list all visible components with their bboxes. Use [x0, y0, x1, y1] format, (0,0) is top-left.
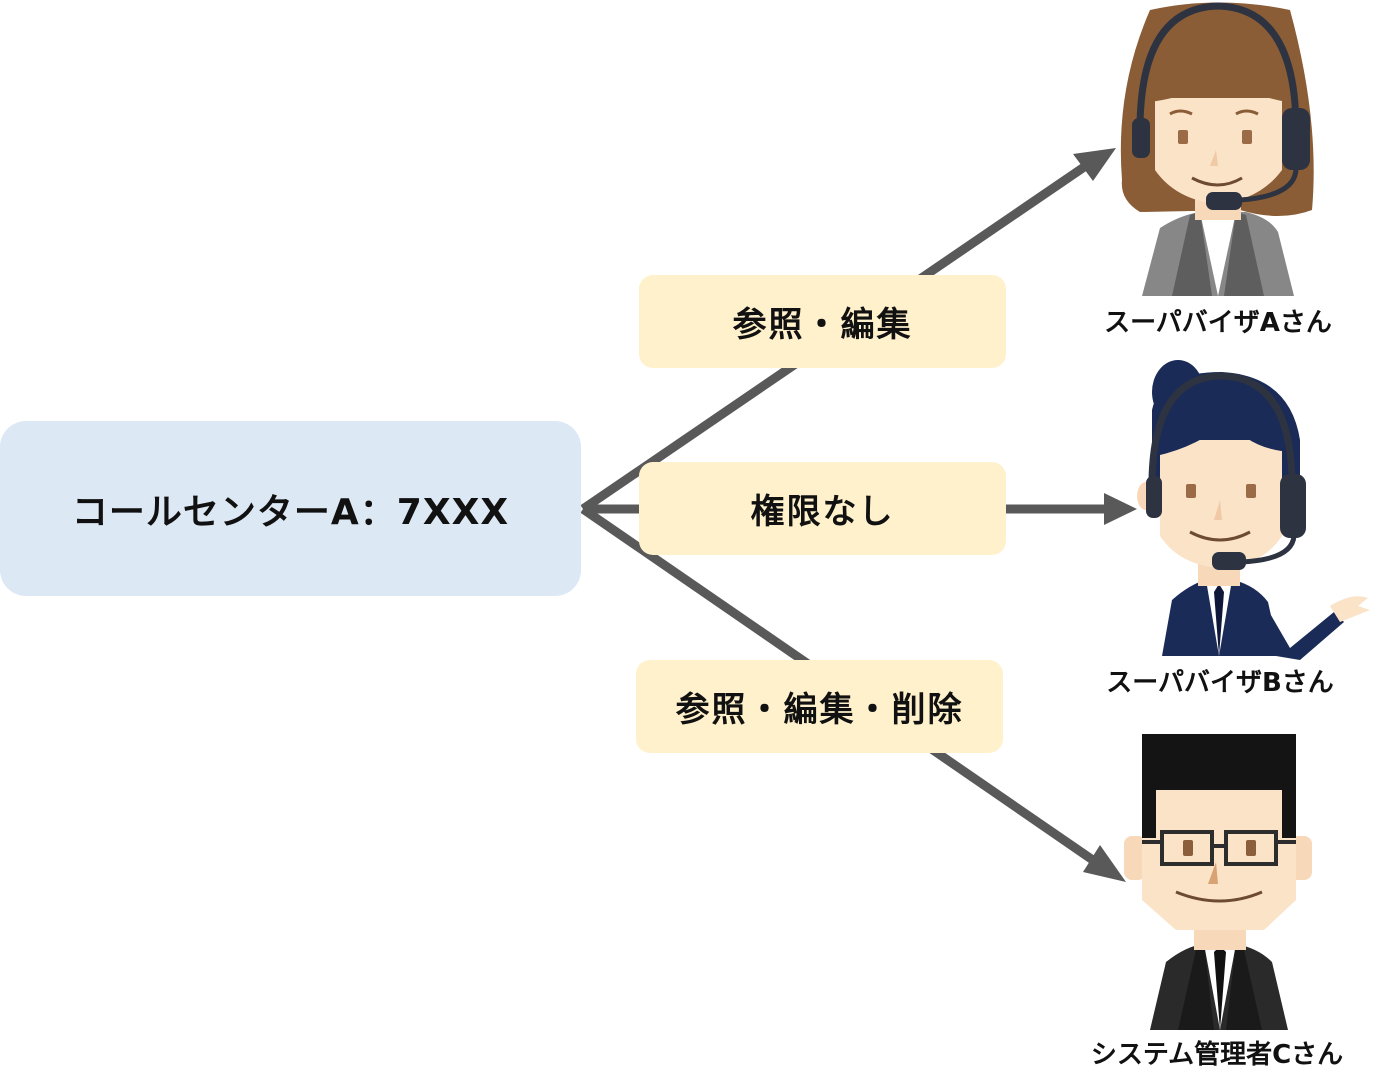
permission-label: 権限なし: [750, 492, 895, 532]
arrowhead-a: [1073, 148, 1116, 181]
arrowhead-b: [1104, 493, 1137, 525]
call-center-box: コールセンターA：7XXX: [0, 421, 581, 596]
permission-label: 参照・編集: [732, 305, 913, 345]
permission-box-view-edit: 参照・編集: [639, 275, 1006, 368]
supervisor-a-label: スーパバイザAさん: [1104, 308, 1332, 338]
arrowhead-c: [1083, 845, 1126, 882]
permission-box-view-edit-delete: 参照・編集・削除: [636, 660, 1003, 753]
permission-box-none: 権限なし: [639, 462, 1006, 555]
call-center-label: コールセンターA：7XXX: [71, 491, 510, 533]
supervisor-b-label: スーパバイザBさん: [1106, 668, 1334, 698]
admin-c-label: システム管理者Cさん: [1090, 1040, 1344, 1070]
permission-label: 参照・編集・削除: [675, 690, 964, 730]
